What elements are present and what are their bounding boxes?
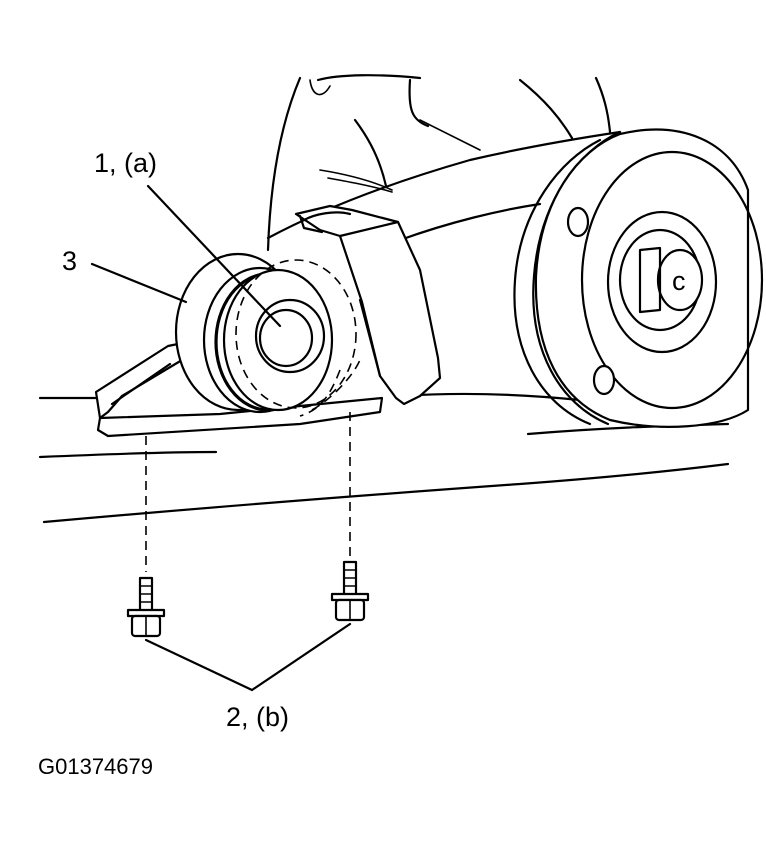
fitting-lines — [145, 412, 351, 572]
callout-1-label: 1, (a) — [94, 148, 157, 178]
figure-code: G01374679 — [38, 754, 153, 779]
hub-letter: c — [672, 266, 686, 296]
left-bolt — [126, 576, 166, 638]
bushing — [174, 252, 361, 417]
bushing-bracket — [94, 204, 442, 438]
right-bolt — [330, 560, 370, 622]
callout-3-label: 3 — [62, 246, 77, 276]
wheel-hub: c — [513, 128, 764, 428]
leader-lines — [90, 184, 352, 692]
knuckle-outline — [266, 74, 612, 252]
callout-2-label: 2, (b) — [226, 702, 289, 732]
